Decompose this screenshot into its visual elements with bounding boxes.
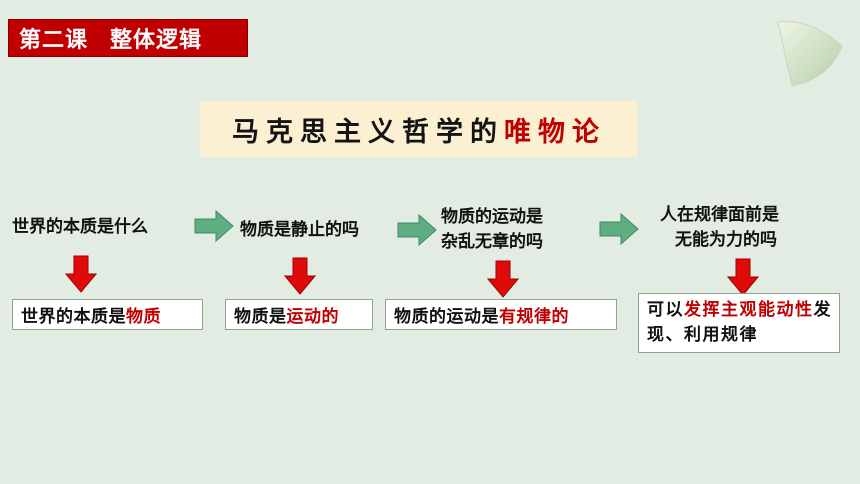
question-4-line1: 人在规律面前是 xyxy=(660,205,779,225)
down-arrow-icon xyxy=(487,260,519,298)
answer-2-highlight: 运动的 xyxy=(286,307,339,327)
question-2-line1: 物质是静止的吗 xyxy=(240,220,359,240)
answer-4-tail: 发现、利用规律 xyxy=(647,300,832,345)
answer-3-text: 物质的运动是 xyxy=(394,307,499,327)
question-4: 人在规律面前是 无能为力的吗 xyxy=(660,204,779,251)
question-4-line2: 无能为力的吗 xyxy=(675,230,777,250)
answer-box-4: 可以发挥主观能动性发现、利用规律 xyxy=(638,293,840,353)
lesson-badge: 第二课 整体逻辑 xyxy=(8,19,248,57)
question-3-line1: 物质的运动是 xyxy=(441,207,543,227)
lesson-topic: 整体逻辑 xyxy=(110,28,203,53)
down-arrow-icon xyxy=(727,258,759,296)
answer-4-highlight: 发挥主观能动性 xyxy=(684,300,814,320)
question-3-line2: 杂乱无章的吗 xyxy=(441,232,543,252)
answer-2-text: 物质是 xyxy=(234,307,287,327)
right-arrow-icon xyxy=(599,213,639,245)
right-arrow-icon xyxy=(397,214,437,246)
question-2: 物质是静止的吗 xyxy=(240,219,359,241)
answer-1-highlight: 物质 xyxy=(126,307,161,327)
answer-box-2: 物质是运动的 xyxy=(225,299,373,330)
decorative-shape xyxy=(777,21,843,87)
main-title: 马克思主义哲学的唯物论 xyxy=(200,101,638,157)
title-highlight: 唯物论 xyxy=(504,116,606,148)
answer-1-text: 世界的本质是 xyxy=(21,307,126,327)
question-1: 世界的本质是什么 xyxy=(12,216,148,238)
answer-box-1: 世界的本质是物质 xyxy=(12,299,203,330)
answer-3-highlight: 有规律的 xyxy=(499,307,569,327)
answer-4-lead: 可以 xyxy=(647,300,684,320)
question-1-line1: 世界的本质是什么 xyxy=(12,217,148,237)
title-prefix: 马克思主义哲学的 xyxy=(232,116,504,148)
question-3: 物质的运动是 杂乱无章的吗 xyxy=(441,206,543,253)
down-arrow-icon xyxy=(284,257,316,295)
lesson-number: 第二课 xyxy=(19,28,89,53)
answer-box-3: 物质的运动是有规律的 xyxy=(385,299,617,330)
down-arrow-icon xyxy=(65,255,97,293)
right-arrow-icon xyxy=(194,210,234,242)
